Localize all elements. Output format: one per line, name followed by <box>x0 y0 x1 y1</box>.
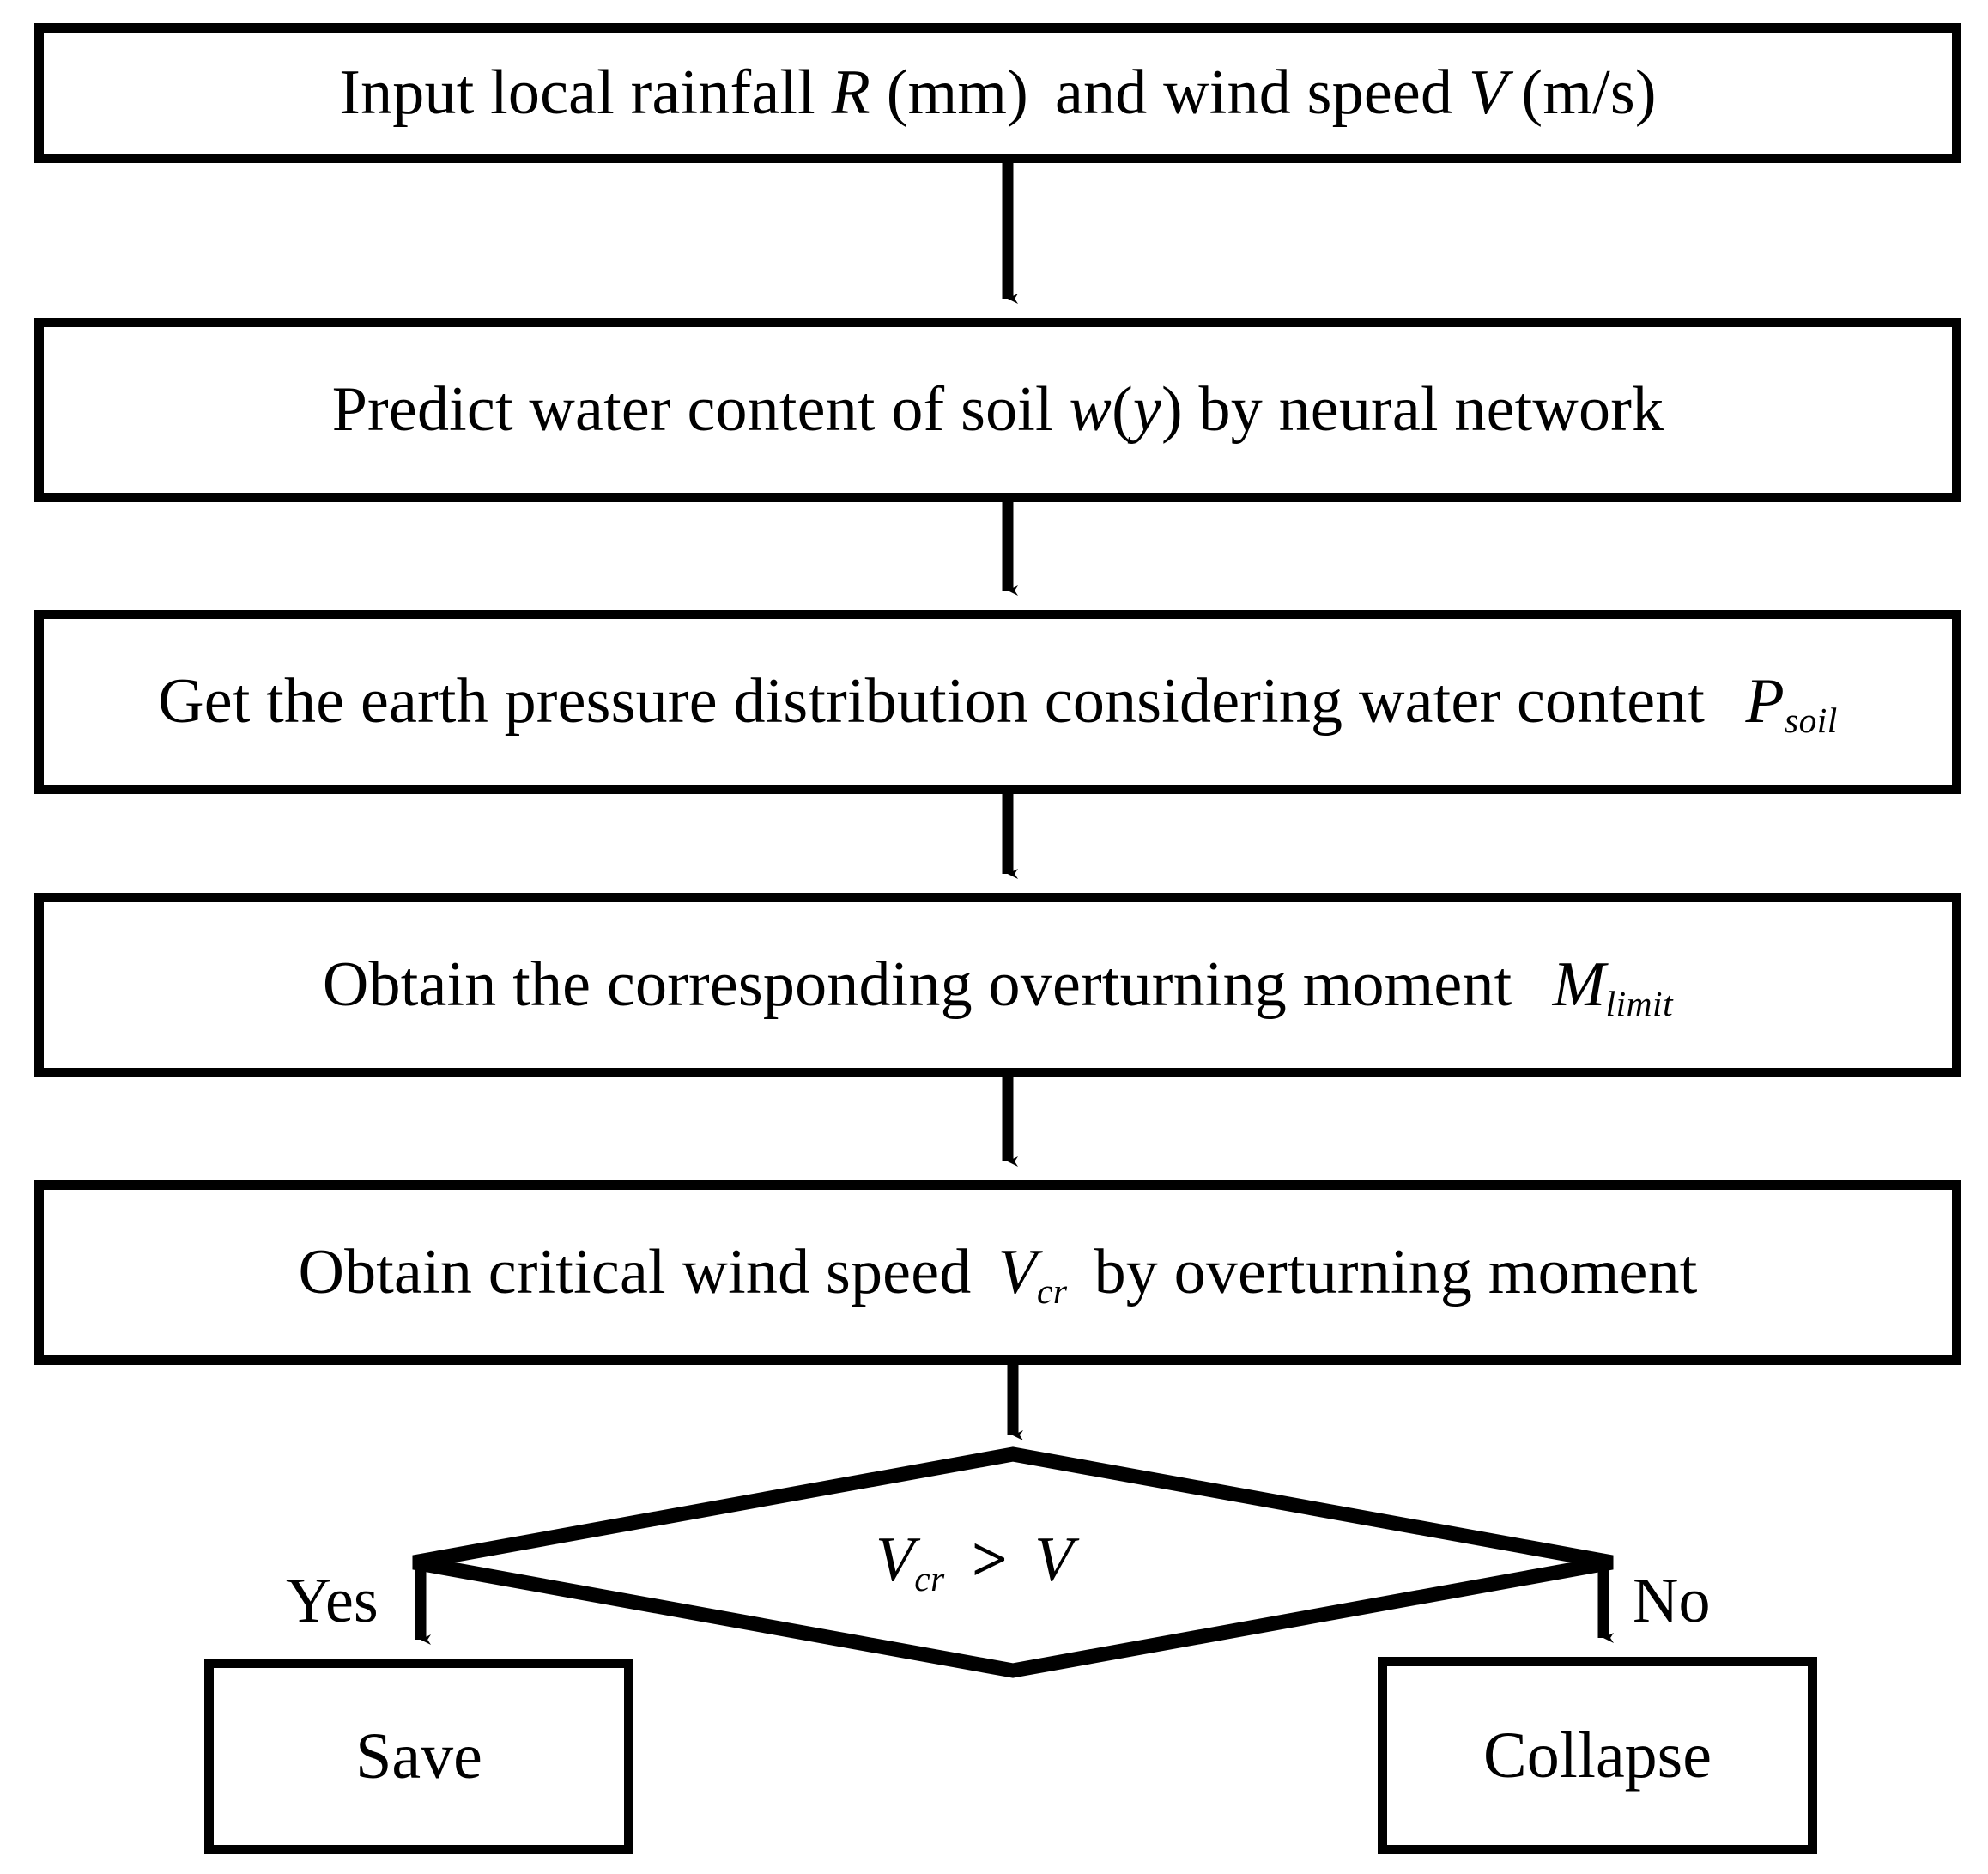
terminal-collapse-label: Collapse <box>1483 1719 1712 1792</box>
step-moment-box[interactable]: Obtain the corresponding overturning mom… <box>34 893 1961 1077</box>
branch-label-no: No <box>1633 1566 1711 1636</box>
step-predict-label: Predict water content of soil w(y) by ne… <box>331 373 1664 445</box>
terminal-save-label: Save <box>355 1720 482 1792</box>
decision-compare-label: Vcr>V <box>876 1525 1074 1599</box>
terminal-save-box[interactable]: Save <box>204 1659 633 1854</box>
decision-diamond <box>412 1446 1614 1678</box>
step-predict-box[interactable]: Predict water content of soil w(y) by ne… <box>34 318 1961 502</box>
step-pressure-box[interactable]: Get the earth pressure distribution cons… <box>34 610 1961 794</box>
step-input-label: Input local rainfall R (mm)and wind spee… <box>339 57 1657 128</box>
terminal-collapse-box[interactable]: Collapse <box>1378 1657 1817 1854</box>
step-pressure-label: Get the earth pressure distribution cons… <box>158 665 1838 741</box>
branch-label-yes: Yes <box>286 1566 379 1636</box>
step-input-box[interactable]: Input local rainfall R (mm)and wind spee… <box>34 23 1961 163</box>
step-moment-label: Obtain the corresponding overturning mom… <box>322 949 1674 1024</box>
